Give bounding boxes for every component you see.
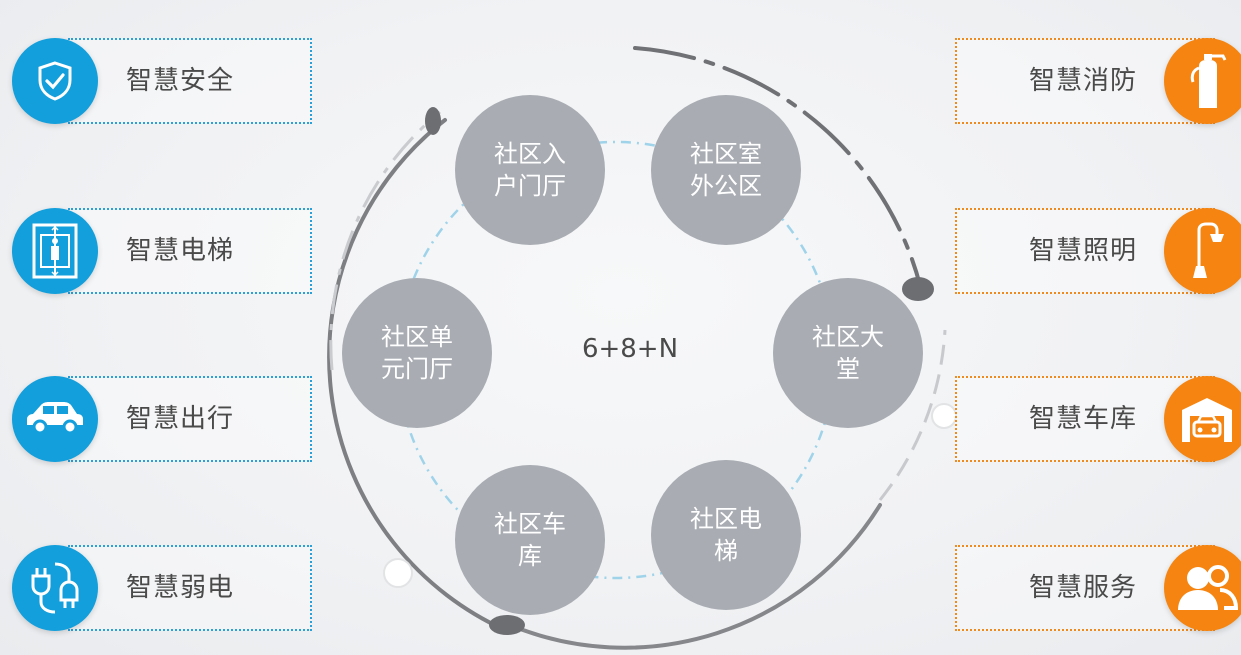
right-item-label: 智慧消防 xyxy=(1029,66,1138,96)
node-label: 社区入户门厅 xyxy=(494,140,566,200)
node-unit-lobby: 社区单元门厅 xyxy=(342,278,492,428)
left-item-label: 智慧安全 xyxy=(126,66,235,96)
node-label: 社区室外公区 xyxy=(690,140,762,200)
node-entrance-lobby: 社区入户门厅 xyxy=(455,95,605,245)
node-label: 社区车库 xyxy=(494,510,566,570)
node-elevator: 社区电梯 xyxy=(651,460,801,610)
node-label: 社区大堂 xyxy=(812,323,884,383)
elevator-icon xyxy=(12,208,98,294)
left-item-smart-security: 智慧安全 xyxy=(68,38,312,124)
center-label: 6+8+N xyxy=(581,334,679,364)
right-item-label: 智慧服务 xyxy=(1029,573,1138,603)
left-item-label: 智慧出行 xyxy=(126,404,235,434)
street-lamp-icon xyxy=(1164,208,1241,294)
plug-icon xyxy=(12,545,98,631)
left-item-smart-low-voltage: 智慧弱电 xyxy=(68,545,312,631)
shield-check-icon xyxy=(12,38,98,124)
node-garage: 社区车库 xyxy=(455,465,605,615)
right-item-label: 智慧照明 xyxy=(1029,236,1138,266)
node-label: 社区电梯 xyxy=(690,505,762,565)
fire-extinguisher-icon xyxy=(1164,38,1241,124)
node-main-lobby: 社区大堂 xyxy=(773,278,923,428)
right-item-label: 智慧车库 xyxy=(1029,404,1138,434)
left-item-smart-elevator: 智慧电梯 xyxy=(68,208,312,294)
garage-icon xyxy=(1164,376,1241,462)
left-item-smart-mobility: 智慧出行 xyxy=(68,376,312,462)
node-outdoor-public-area: 社区室外公区 xyxy=(651,95,801,245)
left-item-label: 智慧弱电 xyxy=(126,573,235,603)
car-icon xyxy=(12,376,98,462)
left-item-label: 智慧电梯 xyxy=(126,236,235,266)
users-icon xyxy=(1164,545,1241,631)
node-label: 社区单元门厅 xyxy=(381,323,453,383)
